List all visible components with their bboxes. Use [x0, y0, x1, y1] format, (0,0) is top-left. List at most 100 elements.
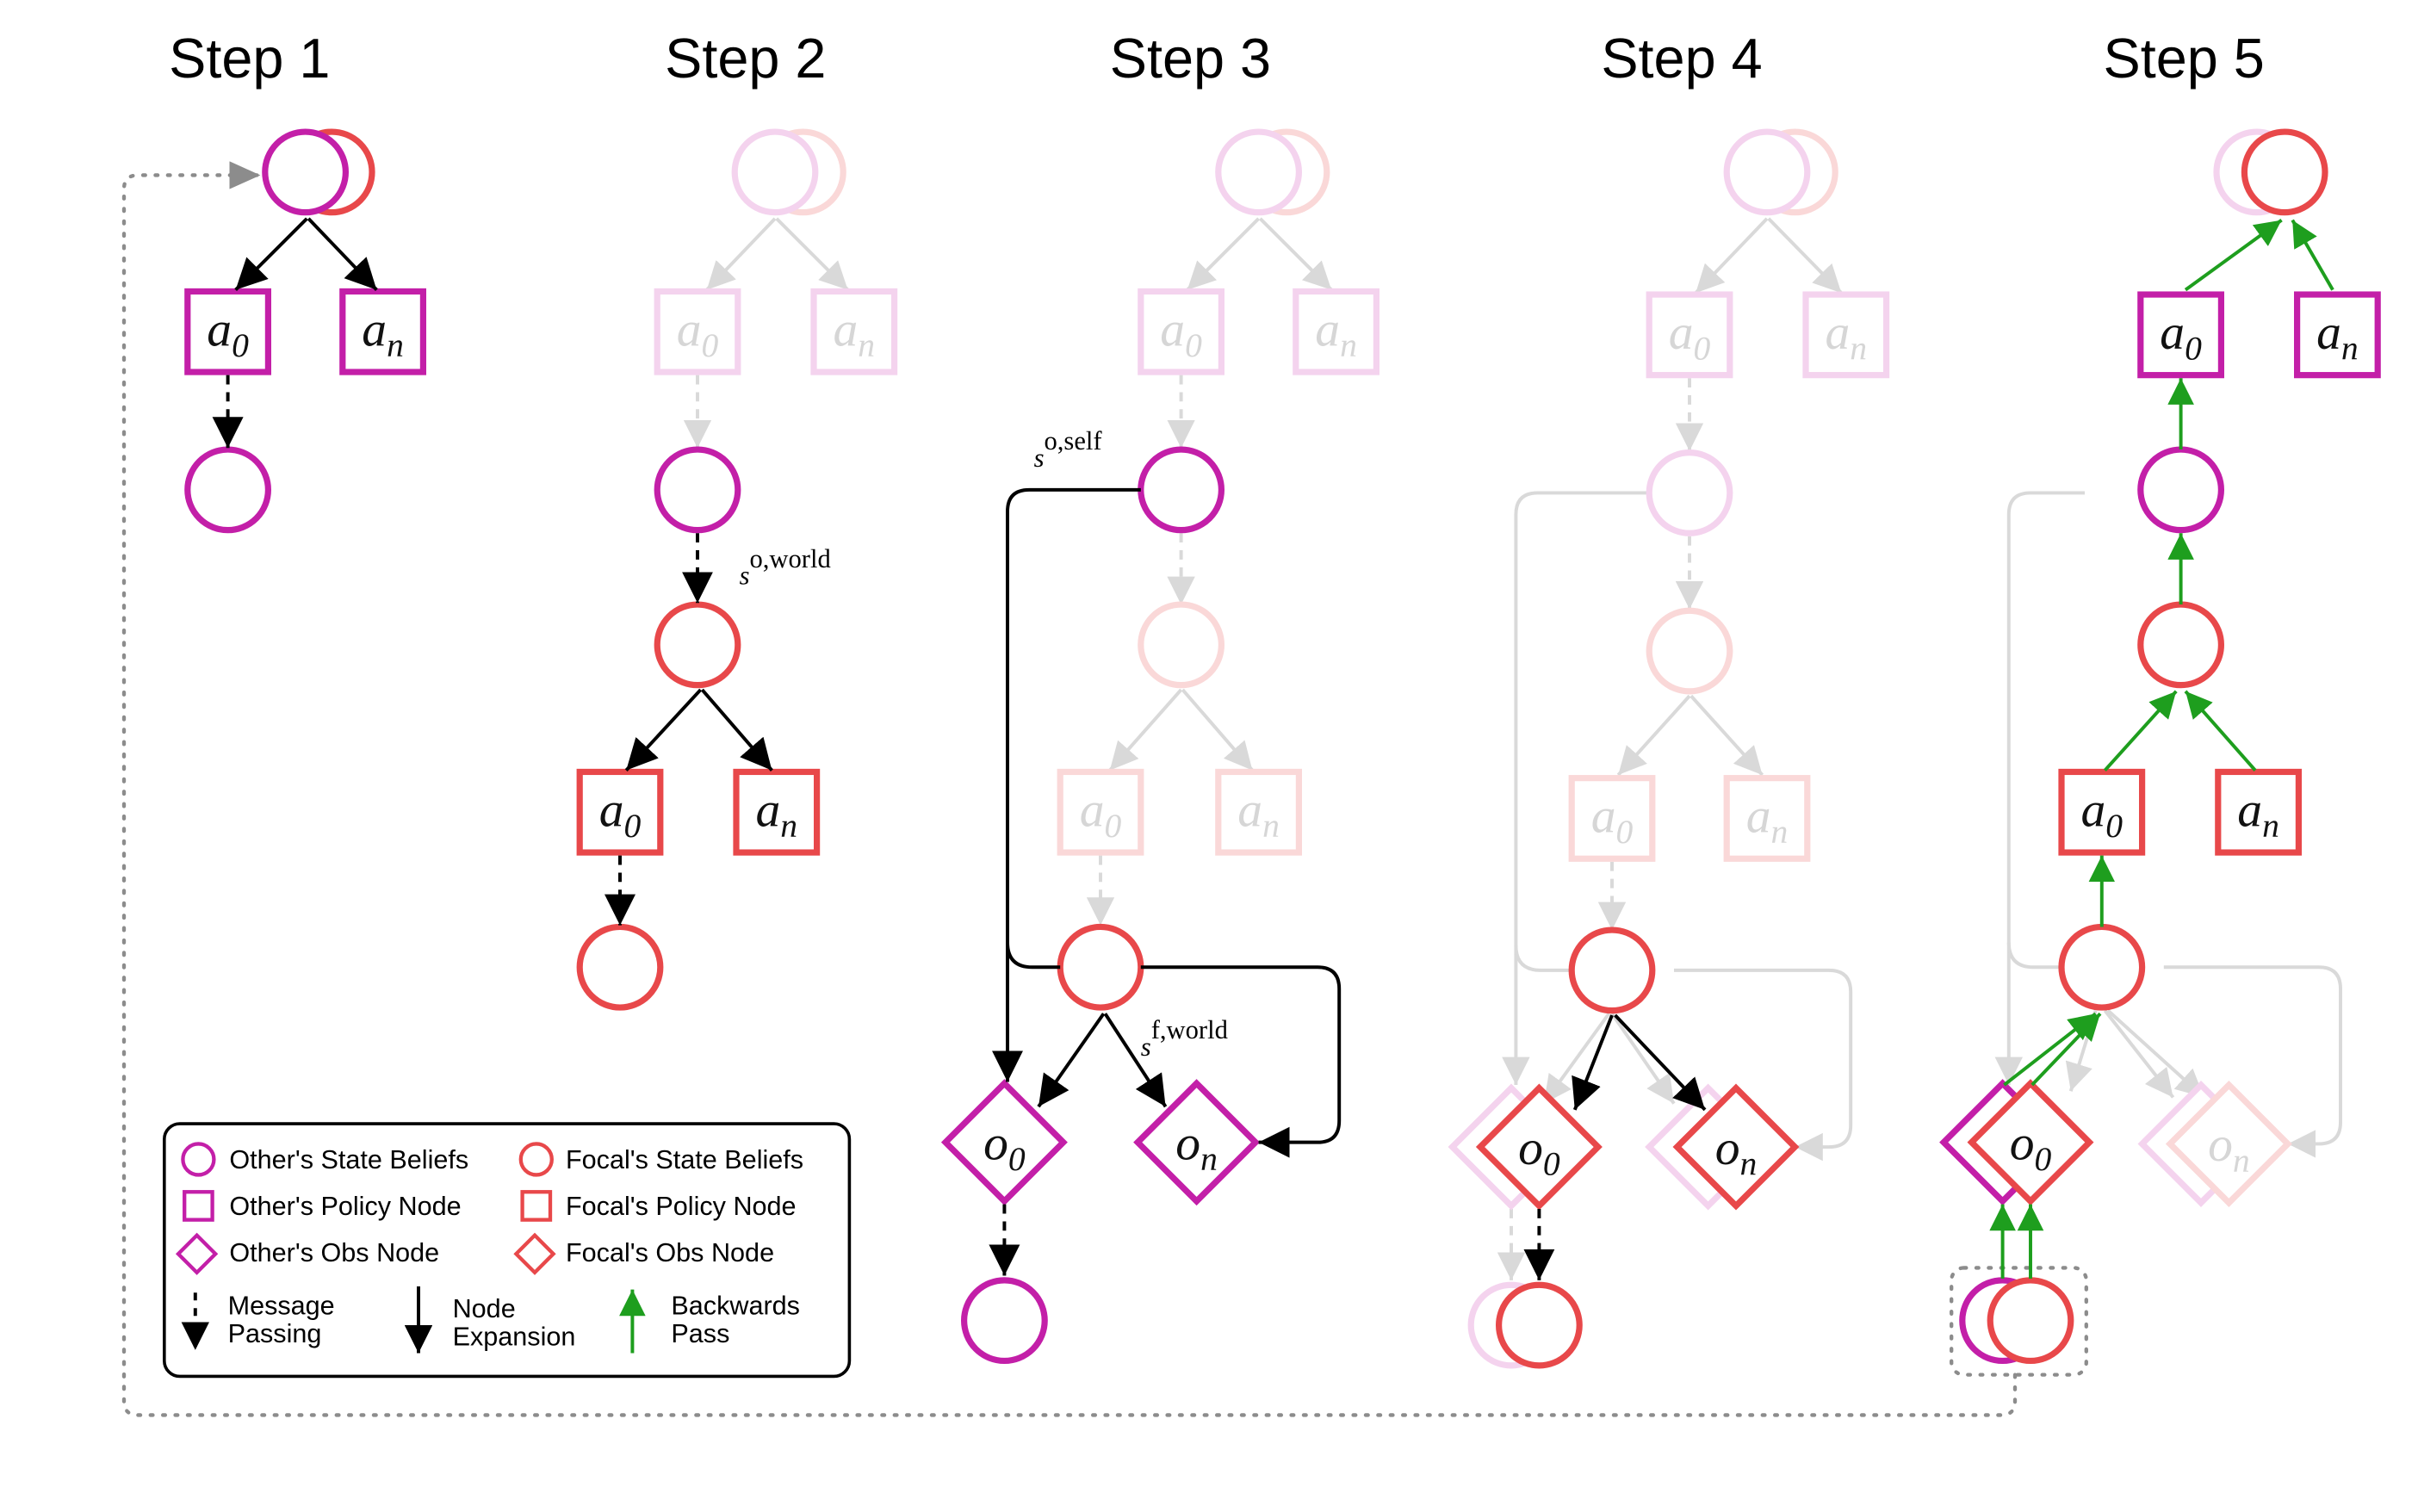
step3-other-obs-o0-label-base: o [983, 1116, 1008, 1170]
step4-other-policy-an-faded-label: an [1826, 306, 1868, 368]
step5-focal-obs-o0-label-base: o [2010, 1116, 2035, 1170]
step1-other-policy-an: an [339, 288, 426, 375]
step4-focal-obs-on-label: on [1715, 1121, 1758, 1183]
step-1-title: Step 1 [169, 27, 330, 90]
step5-other-state-node [2137, 446, 2224, 534]
step3-other-policy-an-faded: an [1293, 288, 1380, 375]
step4-faded-edge-focal-an [1690, 694, 1764, 777]
step5-focal-next-state-node [2058, 923, 2146, 1011]
legend-other-policy-label: Other's Policy Node [229, 1192, 461, 1221]
step5-other-policy-an: an [2294, 291, 2381, 379]
step-titles: Step 1 Step 2 Step 3 Step 4 Step 5 [169, 27, 2265, 90]
step-3-title: Step 3 [1110, 27, 1271, 90]
step5-focal-policy-a0: a0 [2058, 768, 2146, 856]
step3-other-policy-a0-faded-label-base: a [1160, 302, 1185, 356]
step5-focal-obs-o0-label-subscript: 0 [2035, 1140, 2052, 1178]
legend-focal-obs-icon [513, 1232, 556, 1275]
step3-focal-policy-a0-faded: a0 [1057, 768, 1144, 856]
step4-focal-policy-a0-faded-label-base: a [1591, 790, 1616, 844]
step1-expansion-edge-an [307, 217, 378, 292]
step4-focal-policy-an-faded-label-base: a [1746, 790, 1771, 844]
step5-other-policy-an-label: an [2316, 306, 2359, 368]
step4-other-policy-an-faded-label-subscript: n [1850, 330, 1867, 368]
step4-other-policy-a0-faded-label-subscript: 0 [1694, 330, 1711, 368]
step5-focal-obs-on-faded-label-subscript: n [2233, 1142, 2250, 1180]
step3-root-other-faded [1215, 128, 1303, 216]
step3-other-obs-on-frame [1133, 1079, 1261, 1206]
step1-expansion-edge-a0 [234, 217, 308, 292]
step3-other-obs-on-label: on [1175, 1116, 1218, 1178]
step5-focal-state-node [2137, 601, 2224, 689]
step3-faded-edge-a0 [1186, 217, 1261, 292]
loop-back-connector [121, 161, 2018, 1417]
step2-focal-policy-an-label-subscript: n [780, 807, 797, 845]
step4-faded-edge-focal-a0 [1616, 694, 1691, 777]
step2-focal-policy-an-label-base: a [756, 783, 781, 837]
step5-backwards-edge-a0-root [2184, 219, 2283, 292]
step3-world-belief-loop-edge [1140, 965, 1342, 1158]
step2-annotation-s-o-world: so,world [740, 544, 831, 591]
step3-focal-policy-an-faded-label-base: a [1237, 783, 1262, 837]
step5-backwards-edge-focal-an [2184, 690, 2257, 771]
step3-other-policy-a0-faded: a0 [1138, 288, 1225, 375]
step3-annotation-s-o-self-superscript: o,self [1045, 426, 1103, 455]
step4-focal-obs-on-label-subscript: n [1740, 1144, 1758, 1182]
step4-focal-obs-o0-label: o0 [1518, 1121, 1560, 1183]
step4-faded-edge-o0 [1542, 1013, 1611, 1105]
step2-other-policy-a0-faded-label-base: a [677, 302, 702, 356]
step3-other-state-node [1138, 446, 1225, 534]
step5-other-policy-a0-label-subscript: 0 [2185, 330, 2202, 368]
step3-annotation-s-f-world-superscript: f,world [1151, 1015, 1228, 1044]
step4-focal-policy-an-faded: an [1723, 775, 1811, 862]
legend-node-expansion-line2: Expansion [453, 1322, 576, 1351]
step5-focal-policy-a0-frame [2058, 768, 2146, 856]
step2-annotation-s-o-world-superscript: o,world [750, 544, 831, 573]
step3-focal-policy-a0-faded-frame [1057, 768, 1144, 856]
step4-focal-policy-a0-faded-label: a0 [1591, 790, 1634, 852]
step4-focal-obs-on-label-base: o [1715, 1121, 1740, 1175]
step3-other-obs-state-node [961, 1277, 1048, 1365]
step4-focal-obs-on: on [1672, 1083, 1800, 1211]
step1-root-other-state-node [262, 128, 349, 216]
step5-focal-obs-on-faded: on [2165, 1080, 2292, 1207]
step5-faded-edge-3 [2106, 1009, 2205, 1099]
step3-other-policy-an-faded-label: an [1315, 302, 1357, 364]
step2-faded-edge-a0 [705, 217, 777, 292]
step3-focal-state-faded [1138, 601, 1225, 689]
step5-focal-policy-an: an [2215, 768, 2302, 856]
step4-focal-next-state-node [1568, 926, 1656, 1014]
step4-other-policy-a0-faded-frame [1646, 291, 1733, 379]
step4-other-policy-an-faded-frame [1802, 291, 1890, 379]
step2-focal-policy-a0-label: a0 [599, 783, 642, 845]
step5-backwards-edge-other-obs [2003, 1012, 2097, 1087]
step2-other-policy-an-faded-frame [810, 288, 898, 375]
step3-annotation-s-f-world: sf,world [1141, 1015, 1228, 1062]
step3-other-obs-o0-label: o0 [983, 1116, 1026, 1178]
step5-backwards-edge-an-root [2291, 219, 2334, 291]
step2-focal-policy-an-label: an [756, 783, 798, 845]
step2-other-policy-a0-faded-label: a0 [677, 302, 719, 364]
step1-other-policy-an-frame [339, 288, 426, 375]
legend-other-obs-label: Other's Obs Node [229, 1238, 439, 1267]
step4-faded-self-belief-merge [1514, 945, 1572, 972]
step3-focal-policy-a0-faded-label: a0 [1080, 783, 1122, 845]
step5-focal-policy-a0-label-base: a [2081, 783, 2106, 837]
step3-other-policy-an-faded-frame [1293, 288, 1380, 375]
step4-faded-edge-a0 [1694, 217, 1769, 294]
step5-focal-policy-an-label-subscript: n [2262, 807, 2279, 845]
step5-backwards-edge-focal-a0 [2103, 690, 2178, 771]
step3-focal-next-state-node [1057, 923, 1144, 1011]
step5-backwards-edge-focal-obs [2031, 1012, 2102, 1087]
step5-focal-policy-an-label-base: a [2237, 783, 2262, 837]
step3-focal-policy-an-faded-label-subscript: n [1262, 807, 1280, 845]
step5-focal-policy-a0-label-subscript: 0 [2105, 807, 2123, 845]
step1-other-policy-an-label-subscript: n [387, 326, 404, 364]
step3-faded-edge-focal-a0 [1108, 688, 1183, 771]
step1-other-policy-a0: a0 [184, 288, 271, 375]
step4-other-policy-an-faded-label-base: a [1826, 306, 1851, 360]
step2-other-policy-an-faded-label: an [834, 302, 876, 364]
step2-focal-policy-an-frame [733, 768, 821, 856]
